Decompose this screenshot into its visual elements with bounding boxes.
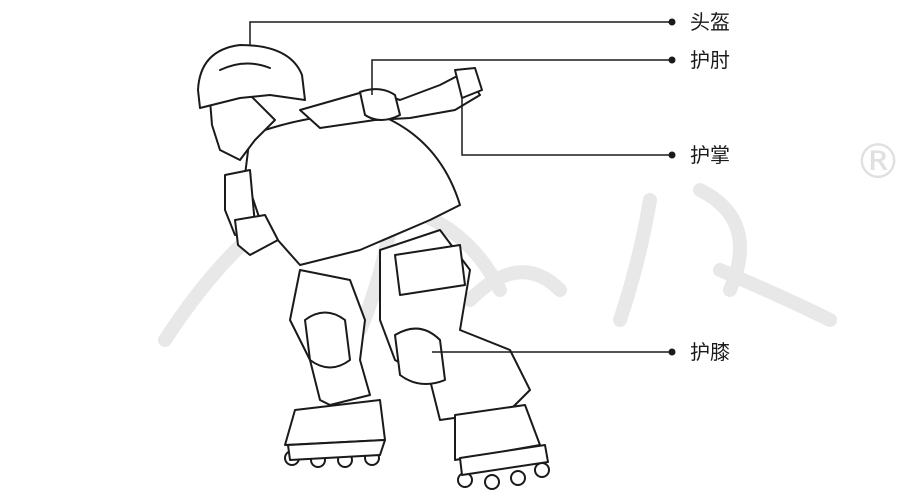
wrist-guard-leader-dot [669, 152, 676, 159]
wrist-guard-leader-line [462, 98, 672, 155]
wrist-guard-label: 护掌 [690, 145, 730, 165]
helmet-label: 头盔 [690, 12, 730, 32]
knee-pad-leader-dot [669, 349, 676, 356]
helmet-leader-line [250, 22, 672, 45]
elbow-pad-leader-line [372, 60, 672, 95]
knee-pad-label: 护膝 [690, 342, 730, 362]
helmet-leader-dot [669, 19, 676, 26]
elbow-pad-leader-dot [669, 57, 676, 64]
registered-mark: ® [854, 134, 902, 190]
elbow-pad-label: 护肘 [690, 50, 730, 70]
skater-figure [198, 45, 549, 489]
leader-dots [669, 19, 676, 356]
